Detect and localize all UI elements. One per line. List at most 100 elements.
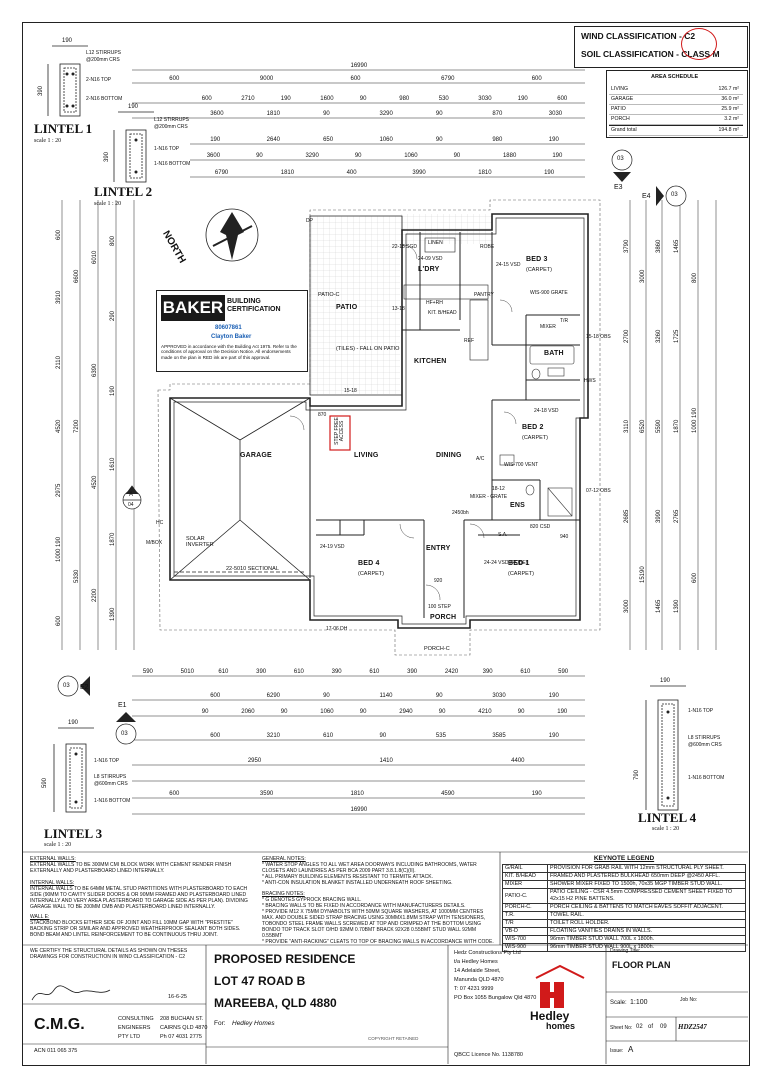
dim-top-6: 1810 (478, 170, 492, 176)
dim-left-3: 6010 (92, 250, 98, 265)
job-label: Job No: (680, 997, 698, 1003)
dim-bottom-6: 4590 (441, 791, 455, 797)
keynote-value: PATIO CEILING - CSR 4.5mm COMPRESSED CEM… (547, 888, 746, 904)
dim-bottom-1: 2420 (444, 669, 459, 675)
dim-right-5: 800 (692, 272, 698, 283)
area-name: PATIO (611, 106, 626, 112)
dim-left-3: 6390 (92, 363, 98, 377)
dim-top-1: 9000 (259, 76, 274, 82)
dim-top-4: 90 (435, 137, 443, 143)
red-circle-mark (681, 28, 717, 60)
dim-top-1: 600 (169, 76, 180, 82)
plan-label: S.A. (498, 532, 508, 538)
patio-ceiling-label: PATIO-C (318, 292, 340, 298)
plan-label: A/C (476, 456, 485, 462)
copyright: COPYRIGHT RETAINED (368, 1036, 419, 1041)
area-name: Grand total (611, 127, 637, 133)
lintel-4-note-4: 1-N16 BOTTOM (688, 775, 725, 781)
area-name: LIVING (611, 86, 629, 92)
dim-top-4: 190 (210, 137, 221, 143)
dim-bottom-1: 390 (482, 669, 493, 675)
lintel-3-note-3: @600mm CRS (94, 781, 128, 787)
plan-label: 2450bh (452, 510, 469, 516)
lintel-2-dim-side: 390 (104, 151, 110, 162)
lintel-1-title: LINTEL 1 (34, 121, 93, 136)
keynote-value: SHOWER MIXER FIXED TO 1500h, 70x35 MGP T… (547, 880, 746, 889)
project-line-3: MAREEBA, QLD 4880 (214, 996, 337, 1010)
elevation-e2-label: E2 (80, 684, 89, 691)
dim-bottom-1: 390 (331, 669, 342, 675)
plan-label: 24-24 VSD (ROBE) (484, 560, 528, 566)
keynote-key: MIXER (502, 880, 548, 889)
area-value: 194.8 m² (718, 127, 739, 133)
dim-top-4: 650 (323, 137, 334, 143)
lintel-2-note-2: @200mm CRS (154, 124, 188, 130)
company-4: Manunda QLD 4870 (454, 977, 504, 983)
dim-right-2: 15190 (640, 566, 646, 583)
plan-label: MIXER (540, 324, 556, 330)
dim-bottom-1: 610 (218, 669, 229, 675)
plan-label: LINEN (428, 240, 443, 246)
dim-bottom-4: 535 (435, 733, 446, 739)
bracing-note-4: TOBONDO STEEL FRAME WALLS SCREWED AT TOP… (262, 921, 482, 939)
plan-label: HF+RH (426, 300, 443, 306)
dim-top-overall: 16990 (350, 63, 368, 69)
dim-top-2: 90 (359, 96, 367, 102)
dim-left-4: 290 (110, 310, 116, 321)
keynote-value: PROVISION FOR GRAB RAIL WITH 12mm STRUCT… (547, 864, 746, 873)
dim-bottom-3: 1060 (320, 709, 334, 715)
dim-bottom-3: 2940 (399, 709, 413, 715)
room-bath: BATH (544, 350, 564, 357)
hedley-brand: Hedley (530, 1009, 570, 1023)
dim-right-1: 2700 (624, 329, 630, 343)
project-line-2: LOT 47 ROAD B (214, 974, 306, 988)
lintel-3-dim-top: 190 (68, 720, 79, 726)
dim-top-6: 400 (346, 170, 357, 176)
dim-top-5: 1880 (502, 153, 517, 159)
plan-label: REF (464, 338, 474, 344)
dim-bottom-1: 5010 (180, 669, 194, 675)
area-value: 126.7 m² (718, 86, 739, 92)
lintel-2-note-1: L12 STIRRUPS (154, 117, 190, 123)
dim-top-5: 190 (552, 153, 563, 159)
dim-bottom-2: 6290 (266, 693, 280, 699)
dim-top-6: 1810 (280, 170, 295, 176)
internal-text: INTERNAL WALLS TO BE 64MM METAL STUD PAR… (30, 886, 248, 910)
dim-top-3: 3290 (379, 111, 393, 117)
plan-label: ROBE (480, 244, 495, 250)
keynote-value: TOILET ROLL HOLDER. (547, 919, 746, 928)
drawing-title: FLOOR PLAN (612, 960, 671, 970)
general-note-1: * WATER STOP ANGLES TO ALL WET AREA DOOR… (262, 862, 477, 874)
general-note-2: * ALL PRIMARY BUILDING ELEMENTS RESISTAN… (262, 874, 433, 880)
lintel-3-note-4: 1-N16 BOTTOM (94, 798, 131, 804)
dim-bottom-2: 90 (435, 693, 443, 699)
dim-left-3: 2200 (92, 588, 98, 602)
lintel-4-scale: scale 1 : 20 (652, 826, 680, 832)
elevation-e3-label: E3 (614, 184, 623, 191)
solar-inverter-label: SOLAR INVERTER (186, 536, 214, 548)
dim-left-1: 2110 (56, 355, 62, 369)
cmg-logo: C.M.G. (34, 1016, 85, 1033)
room-bed-2: BED 2 (522, 424, 544, 431)
keynote-value: FLOATING VANITIES DRAINS IN WALLS. (547, 927, 746, 936)
dim-left-4: 190 (110, 385, 116, 396)
certification-stamp: BAKER BUILDING CERTIFICATION 80607861 Cl… (156, 290, 308, 372)
dim-bottom-6: 3590 (259, 791, 274, 797)
plan-label: WIS-700 VENT (504, 462, 539, 468)
plan-label: DP (306, 218, 313, 224)
elevation-e4-label: E4 (642, 193, 651, 200)
dim-left-4: 800 (110, 235, 116, 246)
dim-bottom-6: 600 (169, 791, 180, 797)
lintel-1-note-4: 2-N16 BOTTOM (86, 96, 123, 102)
keynote-row: T.R.TOWEL RAIL. (502, 911, 746, 920)
bed-2-floor: (CARPET) (522, 435, 548, 441)
dim-top-5: 1060 (404, 153, 418, 159)
plan-label: 940 (560, 534, 569, 540)
dim-left-2: 5330 (74, 569, 80, 583)
address-3: Ph 07 4031 2775 (160, 1034, 202, 1040)
keynote-key: KIT. B/HEAD (502, 872, 548, 881)
